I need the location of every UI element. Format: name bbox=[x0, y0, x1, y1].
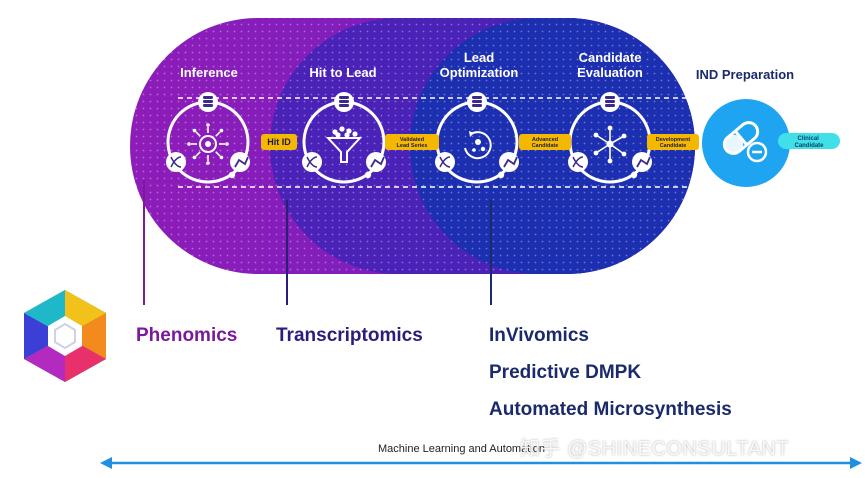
molecule-cycle-icon bbox=[464, 131, 492, 160]
connector-label-0: Hit ID bbox=[267, 137, 291, 147]
stage-ring-0 bbox=[166, 92, 250, 184]
database-icon bbox=[334, 92, 354, 112]
ind-preparation-title: IND Preparation bbox=[696, 67, 794, 82]
database-icon bbox=[198, 92, 218, 112]
platform-transcriptomics: Transcriptomics bbox=[276, 325, 423, 346]
robot-arm-icon bbox=[230, 152, 250, 172]
database-icon bbox=[600, 92, 620, 112]
robot-arm-icon bbox=[499, 152, 519, 172]
stage-title-0: Inference bbox=[180, 65, 238, 80]
stage-ring-1 bbox=[302, 92, 386, 184]
timeline-label: Machine Learning and Automation bbox=[378, 443, 545, 455]
watermark: 知乎 @SHINECONSULTANT bbox=[520, 438, 790, 460]
logo-hexagon bbox=[24, 290, 106, 382]
timeline-arrow bbox=[100, 457, 862, 469]
dna-icon bbox=[435, 152, 455, 172]
dna-icon bbox=[568, 152, 588, 172]
stage-rings bbox=[166, 92, 652, 184]
stage-title-1: Hit to Lead bbox=[309, 65, 376, 80]
clinical-candidate-label: Clinical Candidate bbox=[794, 136, 824, 149]
connector-0: Hit ID bbox=[261, 134, 297, 150]
platform-predictive-dmpk: Predictive DMPK bbox=[489, 362, 642, 383]
platform-invivomics: InVivomics bbox=[489, 325, 589, 346]
stage-ring-2 bbox=[435, 92, 519, 184]
dna-icon bbox=[302, 152, 322, 172]
robot-arm-icon bbox=[632, 152, 652, 172]
clinical-candidate-badge bbox=[778, 133, 840, 149]
robot-arm-icon bbox=[366, 152, 386, 172]
platform-drop-lines bbox=[143, 180, 492, 305]
dna-icon bbox=[166, 152, 186, 172]
platform-phenomics: Phenomics bbox=[136, 325, 238, 346]
molecular-network-icon bbox=[593, 125, 627, 164]
funnel-icon bbox=[325, 126, 363, 163]
ind-preparation: IND Preparation Clinical Candidate bbox=[696, 67, 840, 187]
platform-automated-microsynthesis: Automated Microsynthesis bbox=[489, 399, 732, 420]
pill-icon bbox=[722, 121, 768, 163]
database-icon bbox=[467, 92, 487, 112]
network-target-icon bbox=[187, 123, 229, 165]
